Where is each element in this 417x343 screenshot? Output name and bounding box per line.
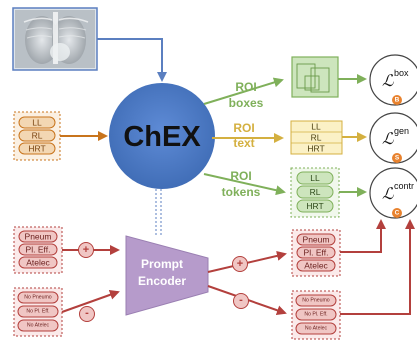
loss-box: ℒ box B bbox=[369, 54, 417, 106]
roi-text-line2: text bbox=[233, 136, 254, 150]
roi-boxes-label: ROI boxes bbox=[229, 80, 264, 110]
loss-gen: ℒ gen S bbox=[369, 112, 417, 164]
chex-encoder-connection bbox=[155, 189, 162, 237]
roi-tokens-line1: ROI bbox=[230, 169, 251, 183]
xray-image bbox=[12, 7, 98, 71]
roi-tokens-arrow bbox=[203, 173, 286, 196]
positive-output-sign: + bbox=[232, 256, 248, 272]
positive-output-plus: + bbox=[237, 258, 243, 270]
negative-input-sign: - bbox=[79, 306, 95, 322]
negative-prompts-box: No Pneumo No Pl. Eff. No Atelec bbox=[13, 287, 63, 337]
negative-token-pneumo-label: No Pneumo bbox=[302, 298, 330, 304]
loss-contr-badge: C bbox=[395, 210, 400, 217]
positive-token-pleff: Pl. Eff. bbox=[296, 246, 336, 259]
roi-token-ll: LL bbox=[296, 171, 334, 185]
loss-gen-superscript: gen bbox=[394, 126, 409, 136]
roi-boxes-line1: ROI bbox=[235, 80, 256, 94]
positive-token-pneum-label: Pneum bbox=[303, 235, 330, 245]
positive-token-atelec-label: Atelec bbox=[304, 261, 328, 271]
region-prompt-ll: LL bbox=[18, 116, 56, 129]
roi-boxes-line2: boxes bbox=[229, 96, 264, 110]
negative-input-arrow bbox=[61, 289, 120, 313]
positive-tokens-to-loss-arrow bbox=[340, 219, 386, 253]
roi-tokens-label: ROI tokens bbox=[222, 169, 261, 199]
region-prompt-hrt-label: HRT bbox=[28, 144, 45, 154]
negative-tokens-to-loss-arrow bbox=[340, 219, 415, 315]
positive-prompts-box: Pneum Pl. Eff. Atelec bbox=[13, 226, 63, 274]
negative-prompt-atelec: No Atelec bbox=[17, 319, 59, 332]
roi-boxes-output bbox=[291, 56, 339, 98]
positive-prompt-pleff-label: Pl. Eff. bbox=[26, 245, 51, 255]
roi-text-output: LL RL HRT bbox=[290, 120, 343, 155]
roi-text-line-rl: RL bbox=[311, 133, 322, 143]
loss-contr-superscript: contr bbox=[394, 181, 414, 191]
positive-input-sign: + bbox=[78, 242, 94, 258]
positive-prompt-pneum: Pneum bbox=[18, 230, 58, 243]
prompt-encoder-line2: Encoder bbox=[138, 274, 186, 288]
roi-text-line1: ROI bbox=[233, 121, 254, 135]
negative-token-atelec-label: No Atelec bbox=[305, 326, 328, 332]
negative-token-pleff: No Pl. Eff. bbox=[295, 308, 337, 321]
positive-prompt-atelec-label: Atelec bbox=[26, 258, 50, 268]
positive-prompt-pleff: Pl. Eff. bbox=[18, 243, 58, 256]
negative-prompt-atelec-label: No Atelec bbox=[27, 323, 50, 329]
roi-tokens-line2: tokens bbox=[222, 185, 261, 199]
negative-output-sign: - bbox=[233, 293, 249, 309]
loss-box-symbol: ℒ bbox=[382, 71, 394, 90]
region-prompt-hrt: HRT bbox=[18, 142, 56, 155]
roi-tokens-output: LL RL HRT bbox=[290, 167, 340, 218]
negative-prompt-pneumo: No Pneumo bbox=[17, 291, 59, 304]
region-prompt-ll-label: LL bbox=[32, 118, 42, 128]
roi-boxes-arrow bbox=[203, 77, 284, 105]
positive-prompt-atelec: Atelec bbox=[18, 256, 58, 269]
xray-to-chex-arrow bbox=[97, 38, 167, 82]
roi-text-line-hrt: HRT bbox=[307, 144, 324, 154]
roi-token-hrt-label: HRT bbox=[306, 201, 323, 211]
negative-prompt-pleff: No Pl. Eff. bbox=[17, 305, 59, 318]
roi-text-line-ll: LL bbox=[311, 122, 321, 132]
roi-token-rl-label: RL bbox=[310, 187, 321, 197]
negative-prompt-pneumo-label: No Pneumo bbox=[24, 295, 52, 301]
region-prompts-box: LL RL HRT bbox=[13, 111, 61, 161]
region-prompt-rl: RL bbox=[18, 129, 56, 142]
roi-token-rl: RL bbox=[296, 185, 334, 199]
positive-input-plus: + bbox=[83, 244, 89, 256]
negative-token-pneumo: No Pneumo bbox=[295, 294, 337, 307]
negative-token-atelec: No Atelec bbox=[295, 322, 337, 335]
loss-contr: ℒ contr C bbox=[369, 167, 417, 219]
negative-token-pleff-label: No Pl. Eff. bbox=[304, 312, 327, 318]
negative-prompt-pleff-label: No Pl. Eff. bbox=[26, 309, 49, 315]
loss-gen-badge: S bbox=[395, 155, 400, 162]
loss-contr-symbol: ℒ bbox=[382, 184, 394, 203]
positive-token-pneum: Pneum bbox=[296, 233, 336, 246]
loss-box-badge: B bbox=[395, 97, 400, 104]
roi-token-ll-label: LL bbox=[310, 173, 320, 183]
prompt-encoder: Prompt Encoder bbox=[125, 235, 209, 316]
positive-tokens-output: Pneum Pl. Eff. Atelec bbox=[291, 229, 341, 277]
positive-token-pleff-label: Pl. Eff. bbox=[304, 248, 329, 258]
negative-tokens-output: No Pneumo No Pl. Eff. No Atelec bbox=[291, 290, 341, 340]
prompt-encoder-line1: Prompt bbox=[141, 257, 183, 271]
negative-output-minus: - bbox=[239, 294, 243, 306]
chex-title: ChEX bbox=[123, 121, 201, 153]
loss-gen-symbol: ℒ bbox=[382, 129, 394, 148]
region-prompt-rl-label: RL bbox=[32, 131, 43, 141]
negative-input-minus: - bbox=[85, 307, 89, 319]
positive-token-atelec: Atelec bbox=[296, 259, 336, 272]
roi-text-label: ROI text bbox=[233, 121, 254, 150]
chex-model: ChEX bbox=[109, 83, 215, 189]
loss-box-superscript: box bbox=[394, 68, 409, 78]
roi-token-hrt: HRT bbox=[296, 199, 334, 213]
positive-prompt-pneum-label: Pneum bbox=[25, 232, 52, 242]
